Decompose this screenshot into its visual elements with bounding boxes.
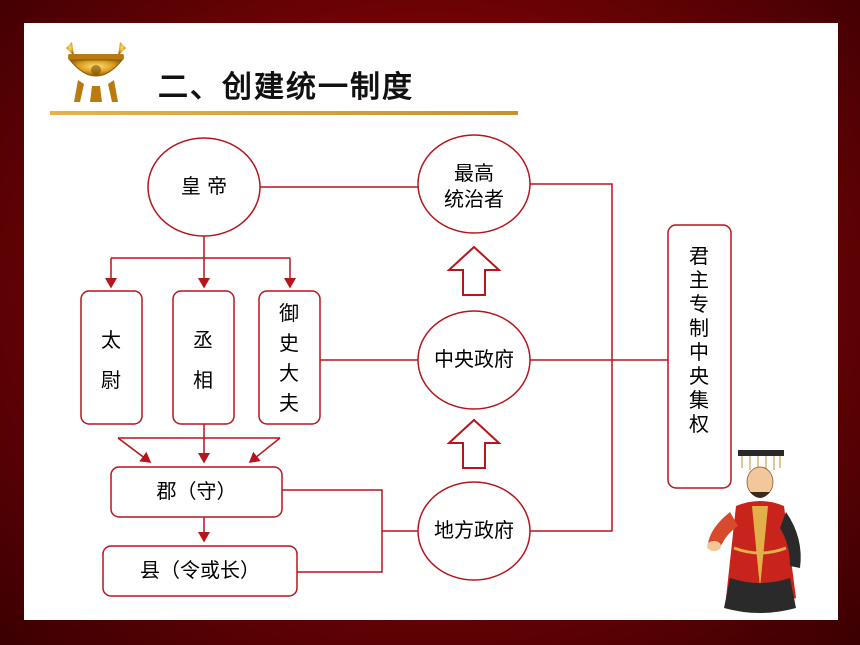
chengxiang-label: 丞 相 (193, 328, 213, 392)
title-underline (50, 111, 518, 115)
conclusion-box (667, 224, 732, 489)
yushi-label: 御 史 大 夫 (279, 301, 299, 415)
up-arrow-icon (446, 418, 502, 469)
bronze-ding-icon (66, 42, 126, 102)
central-government-label: 中央政府 (434, 347, 514, 371)
emperor-figure-icon (707, 450, 801, 613)
up-arrow-icon (446, 245, 502, 296)
jun-label: 郡（守） (156, 479, 237, 503)
conclusion-label: 君主专制 中央集权 (689, 244, 709, 436)
emperor-label: 皇 帝 (180, 174, 228, 198)
taiwei-box (80, 290, 143, 425)
jun-box (110, 466, 283, 518)
slide-panel (24, 23, 838, 620)
supreme-ruler-label: 最高 统治者 (444, 161, 504, 211)
yushi-box (258, 290, 321, 425)
xian-box (102, 545, 298, 597)
local-government-label: 地方政府 (434, 518, 514, 542)
page-title: 二、创建统一制度 (158, 70, 414, 105)
taiwei-label: 太 尉 (101, 328, 121, 392)
xian-label: 县（令或长） (140, 558, 260, 582)
